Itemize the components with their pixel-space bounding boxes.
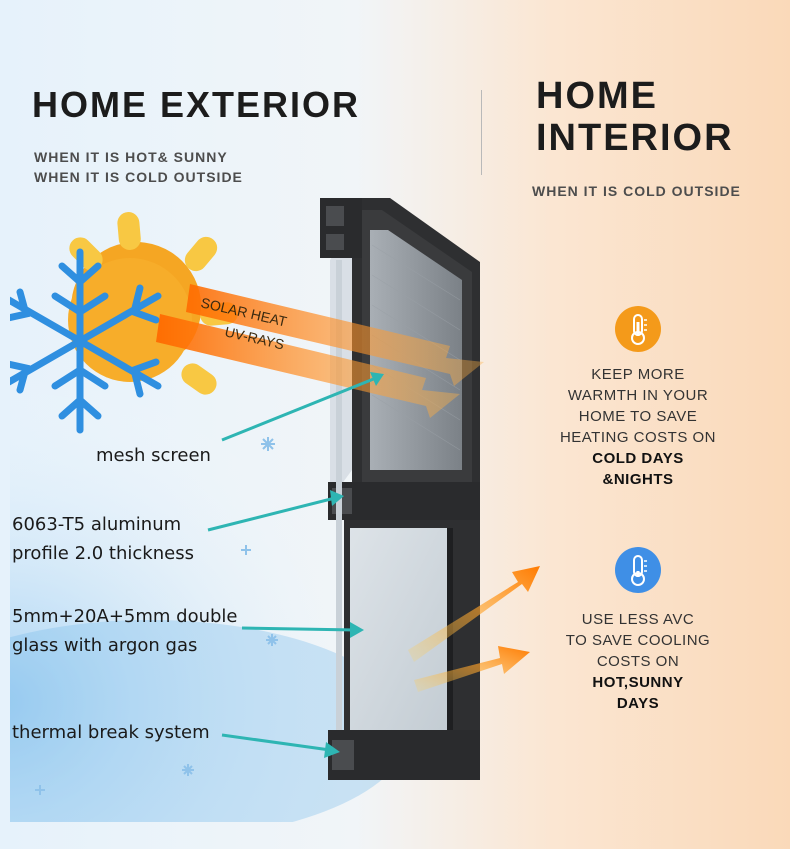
reflected-heat-arrows <box>408 566 540 692</box>
cool-line-2: TO SAVE COOLING <box>565 632 711 649</box>
profile-label-line1: 6063-T5 aluminum <box>12 514 182 535</box>
warm-line-2: WARMTH IN YOUR <box>567 387 709 404</box>
cool-bold-1: HOT,SUNNY <box>592 674 684 691</box>
thermometer-hot-icon <box>615 306 661 352</box>
cool-bold-2: DAYS <box>616 695 660 712</box>
exterior-subtitle-cold: WHEN IT IS COLD OUTSIDE <box>34 169 243 185</box>
interior-title-interior: INTERIOR <box>536 117 734 159</box>
callout-arrows <box>207 372 384 758</box>
warm-bold-2: &NIGHTS <box>602 471 674 488</box>
snowflake-icon <box>10 248 162 434</box>
cool-line-3: COSTS ON <box>596 653 680 670</box>
warmth-benefit-text: KEEP MORE WARMTH IN YOUR HOME TO SAVE HE… <box>538 364 738 490</box>
exterior-subtitle-hot: WHEN IT IS HOT& SUNNY <box>34 149 228 165</box>
warm-line-4: HEATING COSTS ON <box>559 429 717 446</box>
title-divider <box>481 90 482 175</box>
mesh-screen-label: mesh screen <box>96 445 211 466</box>
interior-subtitle: WHEN IT IS COLD OUTSIDE <box>532 183 741 199</box>
glass-label-line1: 5mm+20A+5mm double <box>12 606 238 627</box>
warm-bold-1: COLD DAYS <box>592 450 684 467</box>
window-frame <box>320 198 480 780</box>
small-snowflakes <box>35 437 278 795</box>
warm-line-3: HOME TO SAVE <box>578 408 698 425</box>
thermometer-cold-icon <box>615 547 661 593</box>
cooling-benefit-text: USE LESS AVC TO SAVE COOLING COSTS ON HO… <box>538 609 738 714</box>
warm-line-1: KEEP MORE <box>591 366 685 383</box>
cool-line-1: USE LESS AVC <box>581 611 695 628</box>
thermal-break-label: thermal break system <box>12 722 210 743</box>
interior-title-home: HOME <box>536 75 658 117</box>
glass-label-line2: glass with argon gas <box>12 635 198 656</box>
cold-mist-bottom <box>10 620 410 822</box>
exterior-title: HOME EXTERIOR <box>32 84 361 125</box>
solar-rays <box>156 284 484 418</box>
infographic-artwork: SOLAR HEAT UV-RAYS <box>10 198 540 822</box>
profile-label-line2: profile 2.0 thickness <box>12 543 194 564</box>
